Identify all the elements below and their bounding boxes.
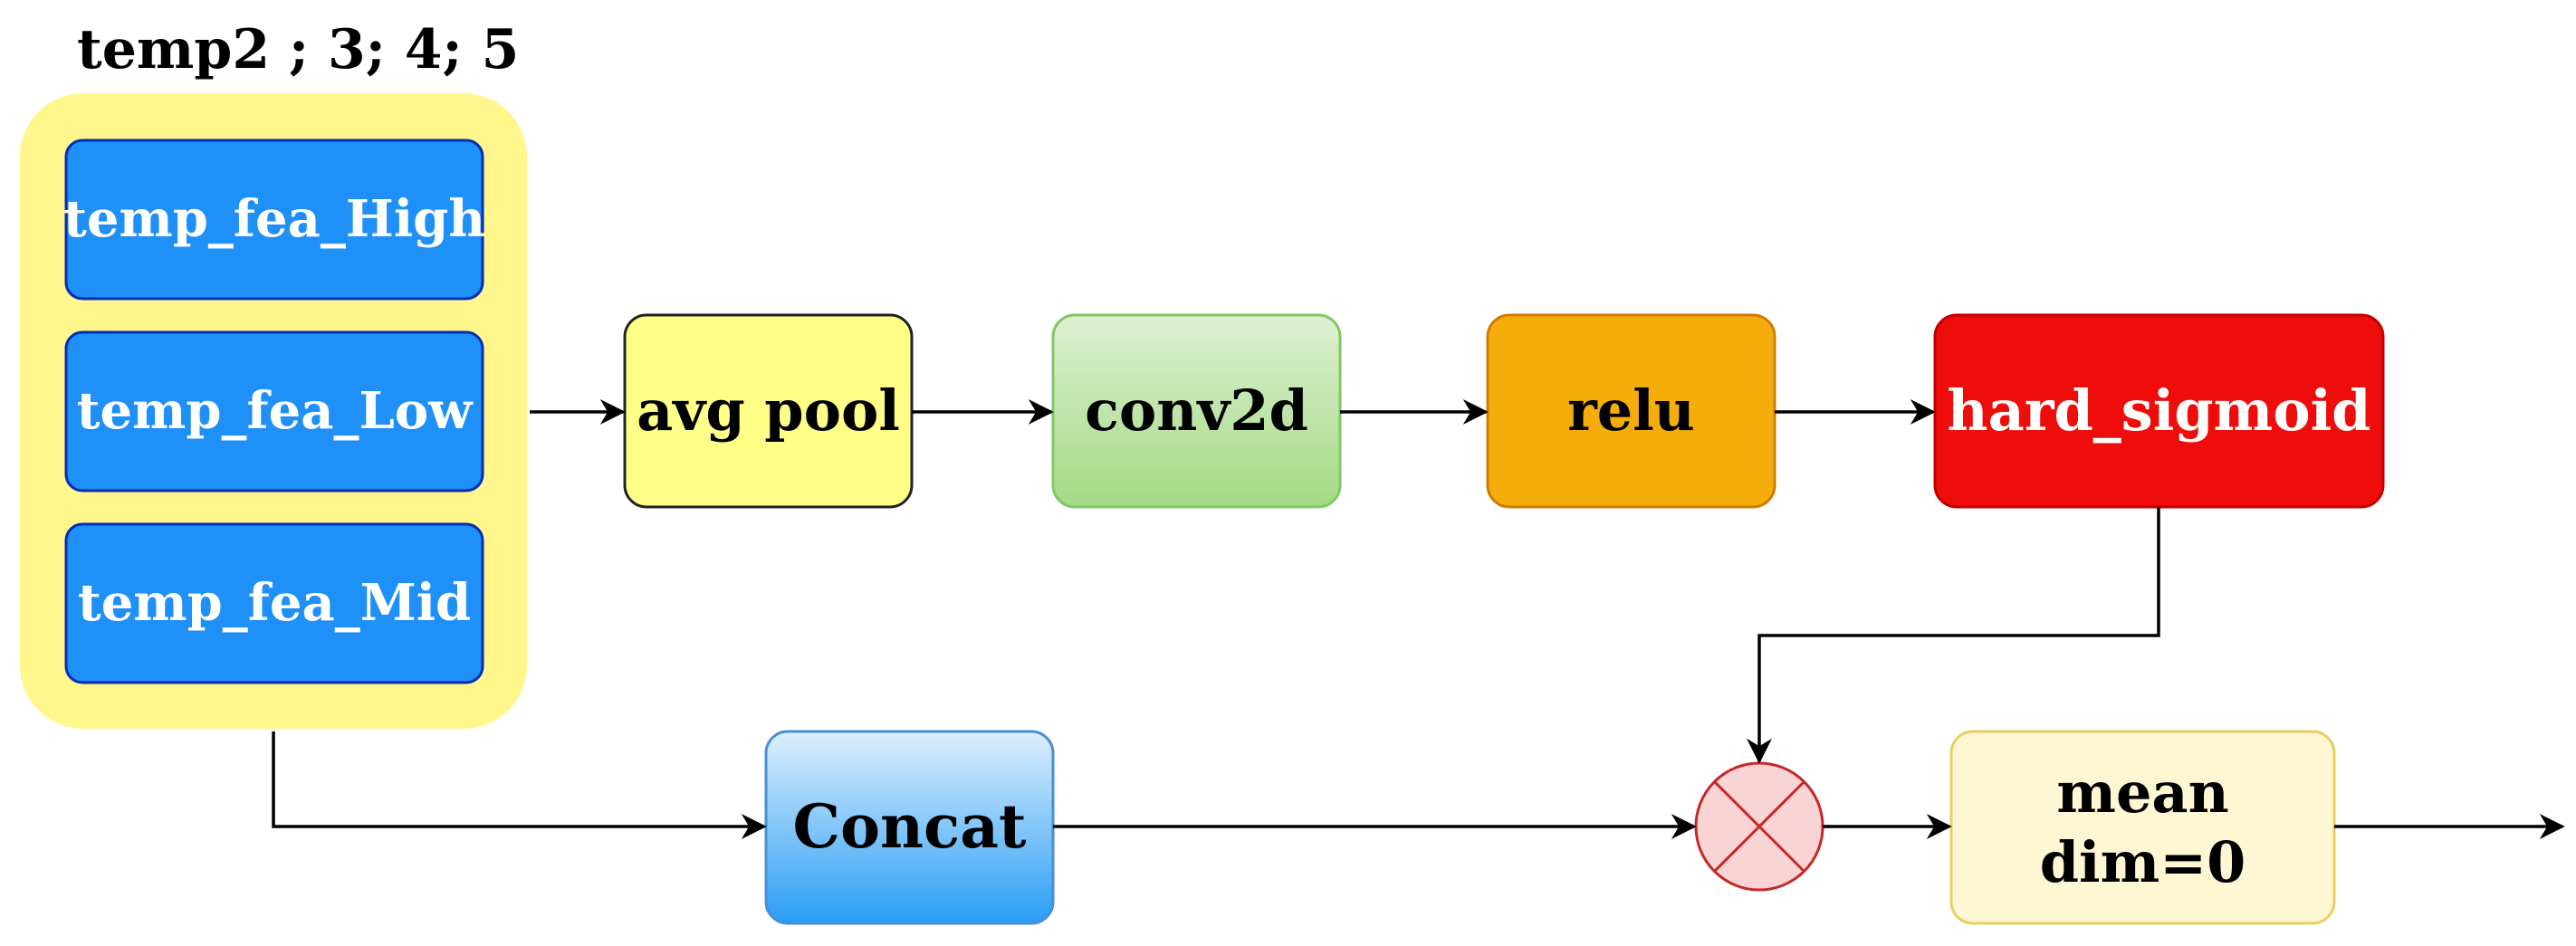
input-block-mid	[64, 522, 484, 684]
avg-pool-label: avg pool	[637, 377, 900, 444]
input-block-high	[64, 139, 484, 301]
input-label-low: temp_fea_Low	[76, 381, 473, 442]
mean-label-line1: mean	[2056, 759, 2229, 826]
arrow-hard-sigmoid-to-multiply	[1747, 507, 2160, 764]
multiply-operator	[1694, 761, 1824, 892]
relu-label: relu	[1567, 377, 1695, 444]
input-label-mid: temp_fea_Mid	[77, 573, 472, 634]
hard-sigmoid-label: hard_sigmoid	[1947, 377, 2371, 444]
mean-label: mean dim=0	[1951, 731, 2334, 923]
input-block-low	[64, 330, 484, 492]
group-title: temp2 ; 3; 4; 5	[77, 17, 520, 81]
arrow-group-to-concat	[272, 731, 767, 839]
conv2d-label: conv2d	[1085, 377, 1308, 444]
concat-label: Concat	[792, 791, 1027, 863]
input-label-high: temp_fea_High	[63, 189, 485, 250]
mean-label-line2: dim=0	[2039, 829, 2246, 895]
